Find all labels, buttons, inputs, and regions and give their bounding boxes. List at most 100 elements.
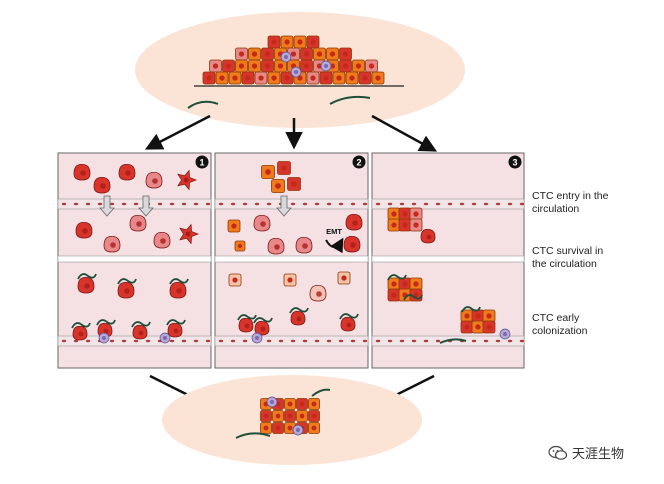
square-cell (296, 410, 308, 422)
primary-tumor (187, 35, 404, 109)
square-cell (308, 410, 320, 422)
endothelial-nucleus (230, 339, 236, 343)
round-cell (77, 276, 95, 294)
endothelial-nucleus (218, 339, 224, 343)
endothelial-nucleus (302, 202, 308, 206)
platelet-coat (237, 314, 257, 321)
stage-label-entry-line2: circulation (532, 203, 580, 215)
platelet-coat (131, 321, 151, 328)
endothelial-nucleus (266, 339, 272, 343)
square-cell (274, 59, 287, 73)
square-cell (387, 218, 401, 232)
endothelial-nucleus (399, 339, 405, 343)
endothelial-nucleus (109, 339, 115, 343)
round-cell (309, 284, 327, 302)
round-cell (132, 324, 148, 340)
square-cell (296, 398, 308, 410)
stage-label-survival-line1: CTC survival in (532, 245, 604, 257)
vessel-wall (57, 255, 212, 263)
endothelial-nucleus (338, 202, 344, 206)
platelet-coat (77, 273, 97, 280)
fibroblast (439, 338, 467, 344)
square-cell (228, 71, 242, 85)
endothelial-nucleus (97, 202, 103, 206)
platelet-coat (403, 294, 423, 301)
square-cell (280, 35, 294, 49)
square-cell (371, 71, 385, 85)
square-cell (215, 71, 229, 85)
platelet-coat (253, 317, 273, 324)
endothelial-nucleus (411, 339, 417, 343)
endothelial-nucleus (278, 339, 284, 343)
square-cell (272, 410, 284, 422)
square-cell (308, 422, 320, 434)
round-cell (345, 213, 363, 231)
platelet-coat (71, 322, 91, 329)
platelet-coat (166, 319, 186, 326)
fibroblast (329, 95, 371, 105)
endothelial-nucleus (350, 202, 356, 206)
square-cell (398, 277, 412, 291)
square-cell (398, 207, 412, 221)
endothelial-nucleus (133, 202, 139, 206)
square-cell (319, 71, 333, 85)
endothelial-nucleus (157, 202, 163, 206)
platelet-coat (387, 274, 407, 281)
square-cell (358, 71, 372, 85)
endothelial-nucleus (290, 339, 296, 343)
watermark: 天涯生物 (548, 443, 624, 462)
endothelial-nucleus (495, 202, 501, 206)
immune-cell (159, 332, 171, 344)
endothelial-nucleus (133, 339, 139, 343)
vessel-wall (214, 255, 369, 263)
vessel-walls (57, 198, 525, 347)
square-cell (228, 273, 242, 287)
platelet-coat (169, 278, 189, 285)
immune-cell (251, 332, 263, 344)
square-cell (260, 422, 272, 434)
endothelial-nucleus (73, 339, 79, 343)
round-cell (238, 317, 254, 333)
endothelial-nucleus (387, 339, 393, 343)
square-cell (387, 288, 401, 302)
platelet-coat (289, 307, 309, 314)
stage-label-colonization-line1: CTC early (532, 312, 580, 324)
endothelial-nucleus (483, 202, 489, 206)
endothelial-nucleus (254, 202, 260, 206)
round-cell (75, 221, 93, 239)
square-cell (272, 422, 284, 434)
square-cell (313, 47, 326, 61)
square-cell (471, 309, 485, 323)
cell-illustrations (71, 161, 511, 344)
immune-cell (292, 424, 304, 436)
square-cell (308, 398, 320, 410)
emt-label: EMT (326, 227, 342, 236)
square-cell (241, 71, 255, 85)
watermark-text: 天涯生物 (572, 447, 625, 462)
square-cell (287, 177, 301, 191)
endothelial-nucleus (205, 202, 211, 206)
panel-2-number: 2 (356, 158, 361, 168)
round-cell (153, 231, 171, 249)
endothelial-nucleus (193, 339, 199, 343)
platelet-coat (339, 313, 359, 320)
stage-label-entry: CTC entry in the circulation (532, 190, 608, 216)
endothelial-nucleus (121, 339, 127, 343)
round-cell (118, 163, 136, 181)
immune-cell (98, 332, 110, 344)
square-cell (260, 410, 272, 422)
endothelial-nucleus (459, 202, 465, 206)
platelet-coat (96, 319, 116, 326)
square-cell (337, 271, 351, 285)
endothelial-nucleus (314, 202, 320, 206)
panel-1-number: 1 (199, 158, 204, 168)
endothelial-nucleus (145, 339, 151, 343)
endothelial-nucleus (266, 202, 272, 206)
endothelial-nucleus (230, 202, 236, 206)
endothelial-nucleus (375, 202, 381, 206)
mesenchymal-cell (179, 223, 199, 245)
emt-arrow: EMT (325, 227, 344, 254)
stage-label-survival-line2: the circulation (532, 258, 597, 270)
endothelial-nucleus (519, 202, 525, 206)
square-cell (261, 59, 274, 73)
